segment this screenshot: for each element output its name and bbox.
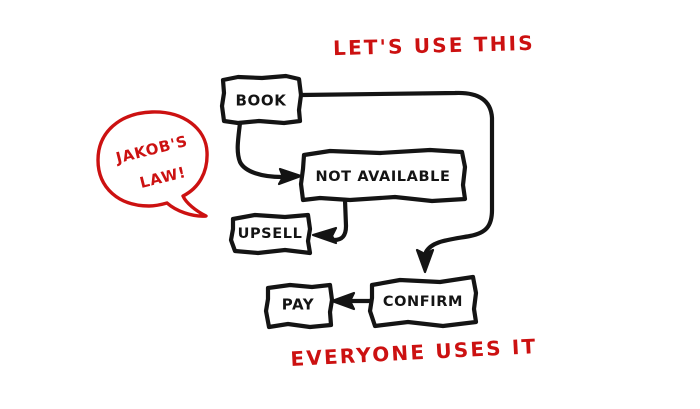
node-not-available-outline	[298, 147, 468, 204]
node-confirm-outline	[367, 274, 479, 329]
callout-jakobs-law[interactable]: JAKOB'S LAW!	[96, 110, 209, 218]
node-not-available[interactable]: NOT AVAILABLE	[298, 147, 468, 204]
connector-not-available-to-upsell	[311, 197, 349, 245]
caption-bottom: EVERYONE USES IT	[290, 334, 538, 371]
connector-book-to-not-available-line	[235, 120, 285, 180]
node-upsell-label: UPSELL	[238, 226, 303, 242]
node-book-outline	[219, 73, 304, 126]
node-book[interactable]: BOOK	[219, 73, 304, 126]
connector-confirm-to-pay-arrowhead	[330, 291, 356, 311]
caption-top: LET'S USE THIS	[333, 31, 535, 60]
node-confirm-label: CONFIRM	[383, 294, 463, 310]
node-not-available-label: NOT AVAILABLE	[316, 169, 451, 185]
node-book-label: BOOK	[236, 92, 288, 110]
node-confirm[interactable]: CONFIRM	[367, 274, 479, 329]
speech-bubble-shape	[96, 110, 209, 218]
connector-book-to-not-available	[235, 120, 303, 186]
connector-book-to-confirm-arrowhead	[415, 248, 435, 274]
connector-not-available-to-upsell-arrowhead	[311, 226, 338, 245]
connector-book-to-not-available-arrowhead	[277, 167, 303, 186]
node-pay[interactable]: PAY	[263, 282, 335, 330]
node-upsell[interactable]: UPSELL	[228, 212, 313, 256]
connector-not-available-to-upsell-line	[331, 197, 349, 243]
connector-confirm-to-pay	[330, 291, 373, 311]
node-pay-label: PAY	[282, 296, 315, 314]
connector-book-to-confirm-line	[298, 90, 495, 255]
node-pay-outline	[263, 282, 335, 330]
node-upsell-outline	[228, 212, 313, 256]
connector-book-to-confirm	[298, 90, 495, 274]
